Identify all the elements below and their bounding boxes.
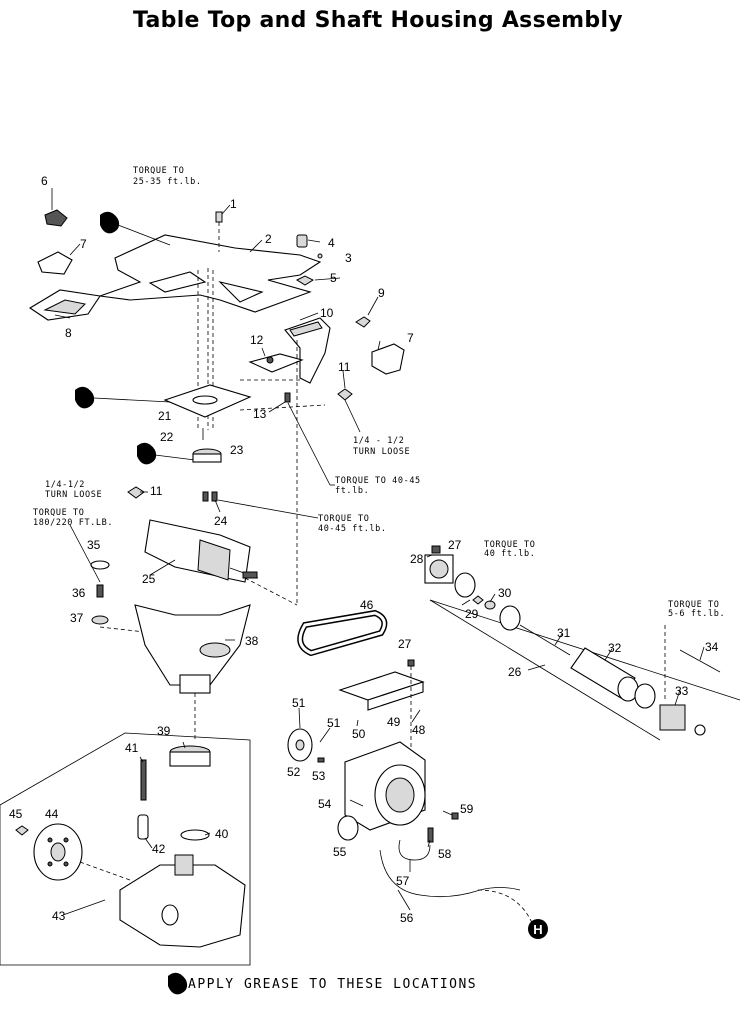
callout-9: 9 bbox=[378, 286, 385, 300]
callout-51b: 51 bbox=[327, 716, 341, 730]
callout-51: 51 bbox=[292, 696, 306, 710]
callout-30: 30 bbox=[498, 586, 512, 600]
callout-55: 55 bbox=[333, 845, 347, 859]
leader-lines bbox=[51, 188, 705, 916]
callout-23: 23 bbox=[230, 443, 244, 457]
callout-26: 26 bbox=[508, 665, 522, 679]
note-turn-loose-left-b: TURN LOOSE bbox=[45, 490, 102, 500]
column-base-part-38 bbox=[134, 604, 251, 694]
callout-58: 58 bbox=[438, 847, 452, 861]
callout-12: 12 bbox=[250, 333, 264, 347]
callout-43: 43 bbox=[52, 909, 66, 923]
note-torque-40-45-b: ft.lb. bbox=[335, 486, 369, 496]
callout-35: 35 bbox=[87, 538, 101, 552]
note-turn-loose-left-a: 1/4-1/2 bbox=[45, 480, 85, 490]
knob-part-4 bbox=[295, 234, 323, 286]
shaft-tube-part-32 bbox=[570, 647, 639, 702]
callout-49: 49 bbox=[387, 715, 401, 729]
callout-46: 46 bbox=[360, 598, 374, 612]
callout-37: 37 bbox=[70, 611, 84, 625]
callout-11b: 11 bbox=[150, 484, 163, 498]
bearing-cap-part-28 bbox=[424, 545, 454, 584]
bracket-part-10 bbox=[284, 317, 331, 384]
callout-28: 28 bbox=[410, 552, 424, 566]
note-torque-1a: TORQUE TO bbox=[133, 166, 184, 176]
note-torque-180-b: 180/220 FT.LB. bbox=[33, 518, 113, 528]
note-torque-40-45-a: TORQUE TO 40-45 bbox=[335, 476, 421, 486]
shaft-housing-part-25 bbox=[144, 519, 259, 583]
callout-27b: 27 bbox=[398, 637, 412, 651]
callout-24: 24 bbox=[214, 514, 228, 528]
callout-57: 57 bbox=[396, 874, 410, 888]
callout-1: 1 bbox=[230, 197, 237, 211]
callout-11: 11 bbox=[338, 360, 351, 374]
callout-41: 41 bbox=[125, 741, 139, 755]
note-torque-180-a: TORQUE TO bbox=[33, 508, 84, 518]
callout-53: 53 bbox=[312, 769, 326, 783]
callout-29: 29 bbox=[465, 607, 479, 621]
callout-2: 2 bbox=[265, 232, 272, 246]
callout-39: 39 bbox=[157, 724, 171, 738]
connector-h-label: H bbox=[533, 922, 542, 937]
callout-40: 40 bbox=[215, 827, 229, 841]
callout-33: 33 bbox=[675, 684, 689, 698]
callout-7b: 7 bbox=[407, 331, 414, 345]
callout-56: 56 bbox=[400, 911, 414, 925]
callout-27: 27 bbox=[448, 538, 462, 552]
callout-52: 52 bbox=[287, 765, 301, 779]
callout-8: 8 bbox=[65, 326, 72, 340]
motor-part-54 bbox=[337, 741, 426, 841]
note-torque-40-45-2b: 40-45 ft.lb. bbox=[318, 524, 387, 534]
callout-4: 4 bbox=[328, 236, 335, 250]
callout-25: 25 bbox=[142, 572, 156, 586]
gearbox-part-43 bbox=[119, 854, 246, 948]
callout-6: 6 bbox=[41, 174, 48, 188]
note-torque-1b: 25-35 ft.lb. bbox=[133, 177, 202, 187]
note-torque-5-6-b: 5-6 ft.lb. bbox=[668, 609, 725, 619]
note-torque-40-a: TORQUE TO bbox=[484, 540, 535, 550]
grease-drop-icon bbox=[75, 211, 157, 465]
callout-59: 59 bbox=[460, 802, 474, 816]
note-torque-40-45-2a: TORQUE TO bbox=[318, 514, 369, 524]
callout-45: 45 bbox=[9, 807, 23, 821]
page-title: Table Top and Shaft Housing Assembly bbox=[133, 8, 623, 33]
callout-13: 13 bbox=[253, 407, 267, 421]
connector-h-badge: H bbox=[528, 919, 548, 939]
callout-54: 54 bbox=[318, 797, 332, 811]
callout-3: 3 bbox=[345, 251, 352, 265]
callout-21: 21 bbox=[158, 409, 172, 423]
callout-36: 36 bbox=[72, 586, 86, 600]
callout-labels: 1 2 3 4 5 6 7 7 8 9 10 11 11 12 13 21 22… bbox=[9, 174, 719, 925]
callout-34: 34 bbox=[705, 640, 719, 654]
screw-part-1 bbox=[215, 211, 223, 252]
callout-44: 44 bbox=[45, 807, 59, 821]
clamp-parts-6-7-8 bbox=[28, 209, 101, 321]
legend-text: APPLY GREASE TO THESE LOCATIONS bbox=[188, 977, 477, 992]
pulley-part-44 bbox=[33, 823, 83, 881]
callout-7: 7 bbox=[80, 237, 87, 251]
callout-5: 5 bbox=[330, 271, 337, 285]
grease-legend: APPLY GREASE TO THESE LOCATIONS bbox=[168, 972, 477, 995]
callout-31: 31 bbox=[557, 626, 571, 640]
note-turn-loose-right-a: 1/4 - 1/2 bbox=[353, 436, 404, 446]
callout-32: 32 bbox=[608, 641, 622, 655]
note-turn-loose-right-b: TURN LOOSE bbox=[353, 447, 410, 457]
callout-38: 38 bbox=[245, 634, 259, 648]
callout-22: 22 bbox=[160, 430, 174, 444]
torque-notes: TORQUE TO 25-35 ft.lb. 1/4 - 1/2 TURN LO… bbox=[33, 166, 725, 619]
drive-belt-part-46 bbox=[297, 609, 388, 657]
callout-50: 50 bbox=[352, 727, 366, 741]
callout-48: 48 bbox=[412, 723, 426, 737]
note-torque-5-6-a: TORQUE TO bbox=[668, 600, 719, 610]
grease-drop-icon bbox=[168, 972, 188, 995]
note-torque-40-b: 40 ft.lb. bbox=[484, 549, 535, 559]
callout-10: 10 bbox=[320, 306, 334, 320]
callout-42: 42 bbox=[152, 842, 166, 856]
